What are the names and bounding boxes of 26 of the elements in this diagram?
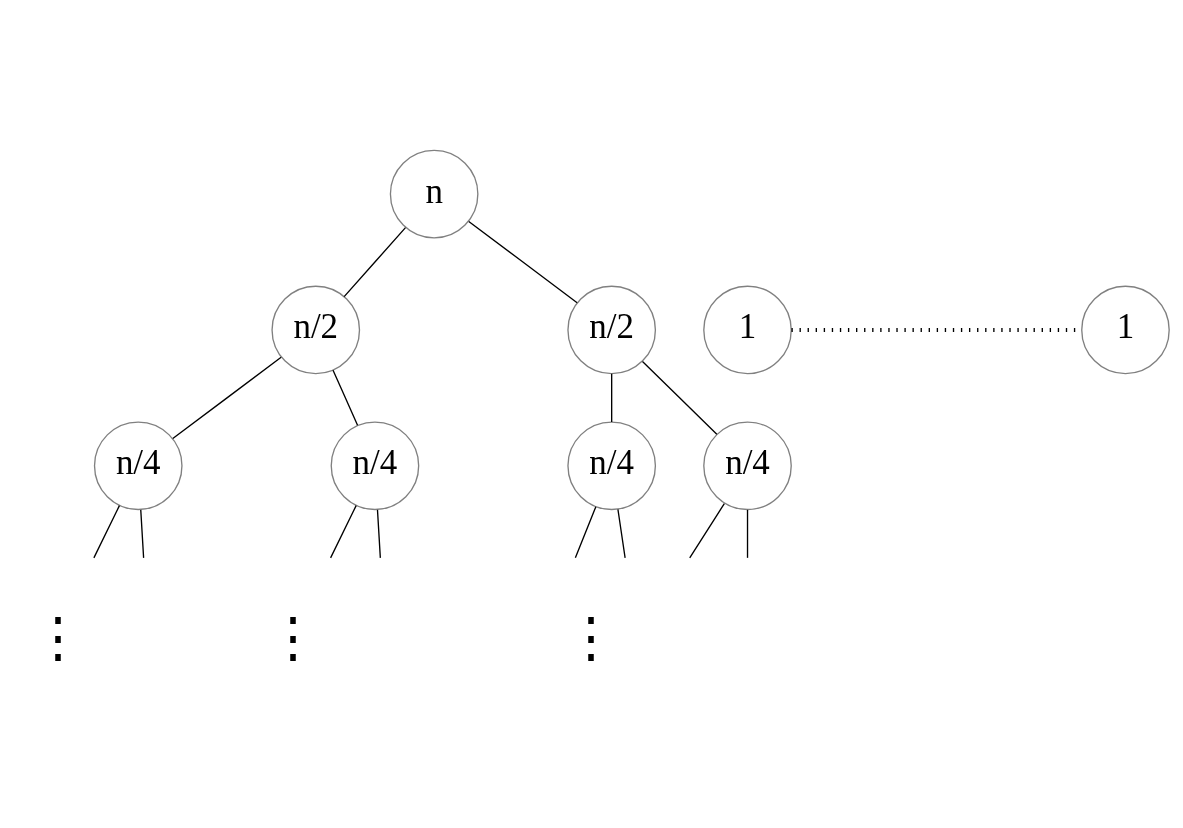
node-circle: n/4 [567,421,657,511]
connector [172,356,282,440]
connector [617,508,626,559]
connector [329,504,357,559]
connector [332,369,359,426]
connector [343,227,407,298]
node-circle: n/4 [703,421,792,511]
node-circle: n/2 [567,285,657,375]
connector [140,509,145,559]
node-circle: n [389,149,479,239]
label: ⋮ [30,608,85,669]
label: ⋮ [265,608,320,669]
connector [641,360,718,435]
node-circle: 1 [703,285,792,375]
connector [93,504,121,559]
connector [468,220,578,304]
node-circle: n/4 [330,421,420,511]
node-circle: 1 [1081,285,1170,375]
connector [611,373,613,423]
label: ⋮ [564,608,619,669]
node-circle: n/2 [271,285,361,375]
connector [689,502,725,559]
node-circle: n/4 [93,421,183,511]
connector [746,509,749,559]
connector [376,509,381,559]
connector [574,506,597,559]
